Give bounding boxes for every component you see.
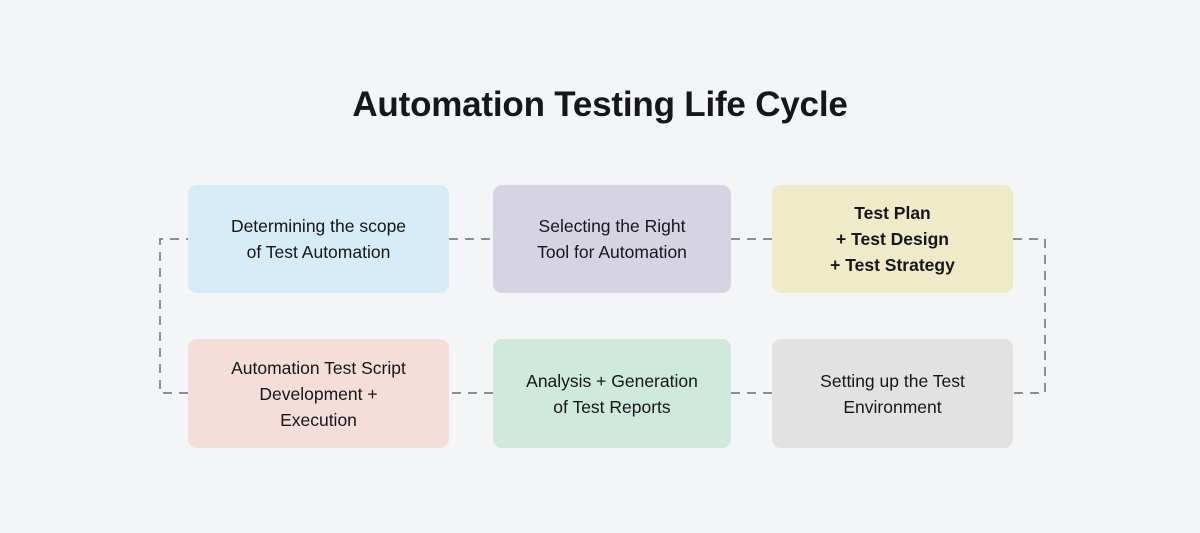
node-label: Test Plan + Test Design + Test Strategy <box>830 203 955 275</box>
node-determining-scope[interactable]: Determining the scope of Test Automation <box>188 185 449 293</box>
node-label: Automation Test Script Development + Exe… <box>231 357 406 430</box>
connector-scripts-to-scope <box>159 238 188 394</box>
page-title: Automation Testing Life Cycle <box>352 85 848 124</box>
node-automation-test-script[interactable]: Automation Test Script Development + Exe… <box>188 339 449 448</box>
node-label: Determining the scope of Test Automation <box>230 216 407 262</box>
node-test-plan[interactable]: Test Plan + Test Design + Test Strategy <box>772 185 1013 293</box>
node-selecting-tool[interactable]: Selecting the Right Tool for Automation <box>493 185 731 293</box>
node-label: Selecting the Right Tool for Automation <box>537 216 687 262</box>
node-label: Analysis + Generation of Test Reports <box>526 370 698 417</box>
node-test-environment[interactable]: Setting up the Test Environment <box>772 339 1013 448</box>
connector-plan-to-environment <box>1013 238 1046 394</box>
node-analysis-reports[interactable]: Analysis + Generation of Test Reports <box>493 339 731 448</box>
node-label: Setting up the Test Environment <box>820 370 965 417</box>
